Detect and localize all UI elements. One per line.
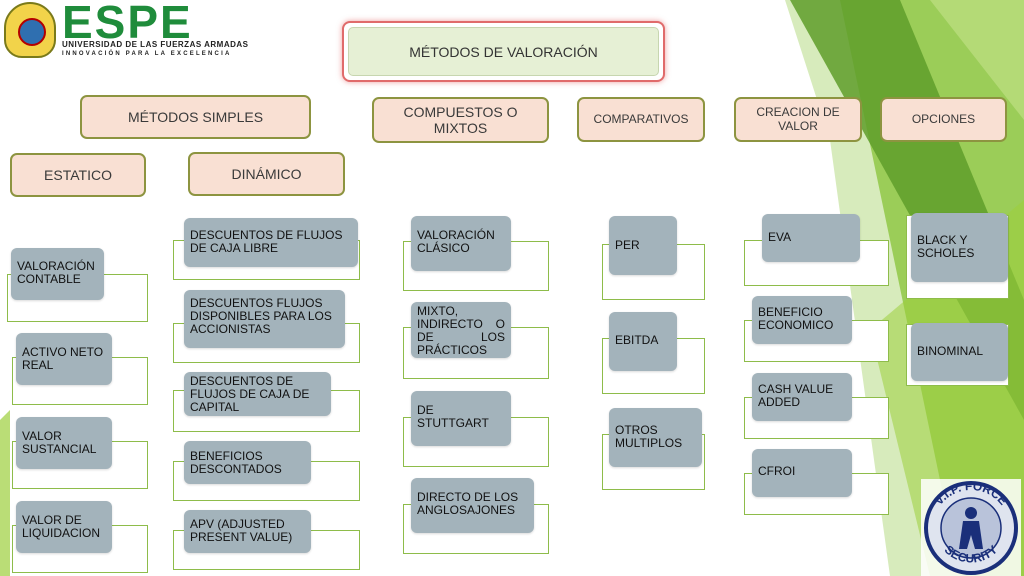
category-compuestos: COMPUESTOS O MIXTOS	[372, 97, 549, 143]
node-beneficios-descontados: BENEFICIOS DESCONTADOS	[184, 441, 311, 484]
ecuador-crest-icon	[4, 2, 56, 58]
node-valoracion-contable: VALORACIÓN CONTABLE	[11, 248, 104, 300]
category-dinamico: DINÁMICO	[188, 152, 345, 196]
node-cfroi: CFROI	[752, 449, 852, 497]
node-flujos-caja-capital: DESCUENTOS DE FLUJOS DE CAJA DE CAPITAL	[184, 372, 331, 416]
diagram-title: MÉTODOS DE VALORACIÓN	[348, 27, 659, 76]
svg-text:SECURITY: SECURITY	[942, 542, 1000, 565]
node-flujos-accionistas: DESCUENTOS FLUJOS DISPONIBLES PARA LOS A…	[184, 290, 345, 348]
node-activo-neto-real: ACTIVO NETO REAL	[16, 333, 112, 385]
category-opciones: OPCIONES	[880, 97, 1007, 142]
node-otros-multiplos: OTROS MULTIPLOS	[609, 408, 702, 467]
category-estatico: ESTATICO	[10, 153, 146, 197]
node-cash-value-added: CASH VALUE ADDED	[752, 373, 852, 421]
node-mixto-indirecto: MIXTO, INDIRECTO O DE LOS PRÁCTICOS	[411, 302, 511, 358]
category-creacion-valor: CREACION DE VALOR	[734, 97, 862, 142]
espe-logo: ESPE UNIVERSIDAD DE LAS FUERZAS ARMADAS …	[0, 0, 248, 64]
logo-line-1: UNIVERSIDAD DE LAS FUERZAS ARMADAS	[62, 40, 249, 49]
logo-brand-text: ESPE	[62, 0, 193, 48]
logo-line-2: INNOVACIÓN PARA LA EXCELENCIA	[62, 51, 232, 57]
node-eva: EVA	[762, 214, 860, 262]
category-comparativos: COMPARATIVOS	[577, 97, 705, 142]
node-flujos-caja-libre: DESCUENTOS DE FLUJOS DE CAJA LIBRE	[184, 218, 358, 267]
node-apv: APV (ADJUSTED PRESENT VALUE)	[184, 510, 311, 553]
node-valoracion-clasico: VALORACIÓN CLÁSICO	[411, 216, 511, 271]
badge-bottom-text: SECURITY	[942, 542, 1000, 565]
node-binominal: BINOMINAL	[911, 323, 1008, 381]
node-stuttgart: DE STUTTGART	[411, 391, 511, 446]
vip-force-security-badge-icon: V.I.P. FORCE SECURITY	[921, 479, 1021, 576]
diagram-title-box: MÉTODOS DE VALORACIÓN	[342, 21, 665, 82]
node-black-scholes: BLACK Y SCHOLES	[911, 213, 1008, 282]
node-valor-liquidacion: VALOR DE LIQUIDACION	[16, 501, 112, 553]
node-directo-anglosajones: DIRECTO DE LOS ANGLOSAJONES	[411, 478, 534, 533]
node-per: PER	[609, 216, 677, 275]
node-beneficio-economico: BENEFICIO ECONOMICO	[752, 296, 852, 344]
category-metodos-simples: MÉTODOS SIMPLES	[80, 95, 311, 139]
node-valor-sustancial: VALOR SUSTANCIAL	[16, 417, 112, 469]
node-ebitda: EBITDA	[609, 312, 677, 371]
